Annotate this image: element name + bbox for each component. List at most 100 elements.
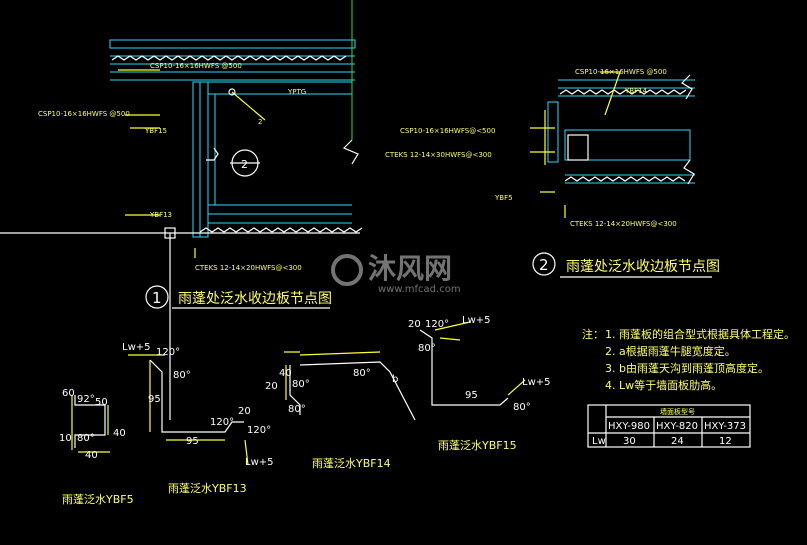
lw-table [587,404,751,448]
d2-callout-ybf5: YBF5 [494,194,513,202]
d2-soffit-lines [565,174,695,184]
ybf5-dims [71,395,110,453]
d2-callout-csp-top: CSP10-16×16HWFS @500 [575,68,667,76]
ybf13-a120a: 120° [156,347,180,358]
ybf15-dims [434,321,526,396]
table-border [587,404,751,448]
detail-1-structure [0,0,363,420]
ybf13-a120c: 120° [247,425,271,436]
callout-teks: CTEKS 12-14×20HWFS@<300 [195,264,302,272]
section-number: 2 [241,158,248,171]
callout-ybf13: YBF13 [149,211,172,219]
ybf15-lw-right: Lw+5 [522,377,551,388]
ybf15-label: 雨蓬泛水YBF15 [438,439,517,452]
ybf13-dims [128,354,249,466]
watermark: 沐风网 www.mfcad.com [331,252,461,295]
d2-fixing-block [567,134,589,161]
roof-beam [109,39,356,49]
ybf13-d95v: 95 [148,394,161,405]
callout-csp-top: CSP10-16×16HWFS @500 [150,62,242,70]
ybf14-a80c: 80° [353,368,371,379]
watermark-logo-icon [331,254,363,286]
ybf14-dims [284,351,381,400]
ptg-marker [228,88,236,96]
d2-callout-teks-top: CTEKS 12-14×30HWFS@<300 [385,151,492,159]
ybf15-d95: 95 [465,390,478,401]
table-col-header: HXY-980 [608,421,650,432]
ybf15-d20: 20 [408,319,421,330]
title-2-text: 雨蓬处泛水收边板节点图 [566,259,720,275]
d2-leaders [530,71,621,218]
ybf14-d40: 40 [279,368,292,379]
ybf13-a80: 80° [173,370,191,381]
d2-break-marks [681,74,695,185]
break-mark [342,139,359,165]
ybf14-a80a: 80° [292,379,310,390]
ybf5-a92: 92° [77,394,95,405]
ybf5-a80: 80° [77,433,95,444]
callout-ptg: YPTG [287,88,306,96]
title-2-number: 2 [539,256,549,274]
detail-2-structure [530,71,695,218]
ybf13-a120b: 120° [210,417,234,428]
d2-callout-csp-mid: CSP10-16×16HWFS@<500 [400,127,495,135]
ybf5-d40b: 40 [85,450,98,461]
watermark-logo: 沐风网 [368,252,452,285]
ybf15-a80b: 80° [513,402,531,413]
ybf14-d20: 20 [265,381,278,392]
title-1-number: 1 [152,289,162,307]
d2-soffit-profile [564,176,686,182]
ybf5-d60: 60 [62,388,75,399]
note-1: 1. 雨蓬板的组合型式根据具体工程定。 [605,327,795,341]
ybf15-profile [419,329,509,406]
table-header: 墙面板型号 [660,407,695,416]
note-4: 4. Lw等于墙面板肋高。 [605,378,722,392]
ybf5-d10: 10 [59,433,72,444]
ybf13-lw-top: Lw+5 [122,342,151,353]
ybf13-label: 雨蓬泛水YBF13 [168,482,247,495]
table-row-label: Lw [592,436,606,447]
title-1-text: 雨蓬处泛水收边板节点图 [178,291,332,307]
note-2: 2. a根据雨蓬牛腿宽度定。 [605,344,736,358]
section-arrow [206,147,219,161]
table-cell: 12 [719,436,732,447]
ybf5-profile [74,395,106,448]
callout-note-small: 2 [258,118,262,126]
detail-1-leaders [118,69,266,258]
ybf15-a120: 120° [425,319,449,330]
ybf14-b: b [392,374,398,385]
title-1-circle [145,285,169,309]
table-cell: 30 [623,436,636,447]
ybf13-d95h: 95 [186,436,199,447]
note-3: 3. b由雨蓬天沟到雨蓬顶高度定。 [605,361,769,375]
ybf5-d40a: 40 [113,428,126,439]
ybf5-label: 雨蓬泛水YBF5 [62,493,134,506]
watermark-url: www.mfcad.com [378,284,461,295]
d2-beam [564,129,691,161]
ybf15-a80a: 80° [418,343,436,354]
ybf13-lw-bottom: Lw+5 [245,457,274,468]
callout-csp-left: CSP10-16×16HWFS @500 [38,110,130,118]
ybf13-d20: 20 [238,406,251,417]
d2-column [547,101,559,163]
ybf15-lw-top: Lw+5 [462,315,491,326]
ybf13-profile [149,359,244,433]
soffit-deck-profile [199,227,363,233]
beam-lines [208,81,352,224]
d2-callout-ybf14: YBF14 [624,87,648,95]
d2-roof-lines [558,79,695,97]
corner-node [164,227,176,239]
notes-heading: 注： [582,327,604,341]
ybf14-a80b: 80° [288,404,306,415]
d2-roof-profile [559,89,687,95]
roof-deck-profile [111,55,347,61]
ybf14-label: 雨蓬泛水YBF14 [312,457,391,470]
callout-ybf15: YBF15 [144,127,167,135]
roof-deck-lines [110,47,355,81]
table-cell: 24 [671,436,684,447]
d2-callout-teks-bottom: CTEKS 12-14×20HWFS@<300 [570,220,677,228]
table-col-header: HXY-373 [704,421,746,432]
table-col-header: HXY-820 [656,421,698,432]
